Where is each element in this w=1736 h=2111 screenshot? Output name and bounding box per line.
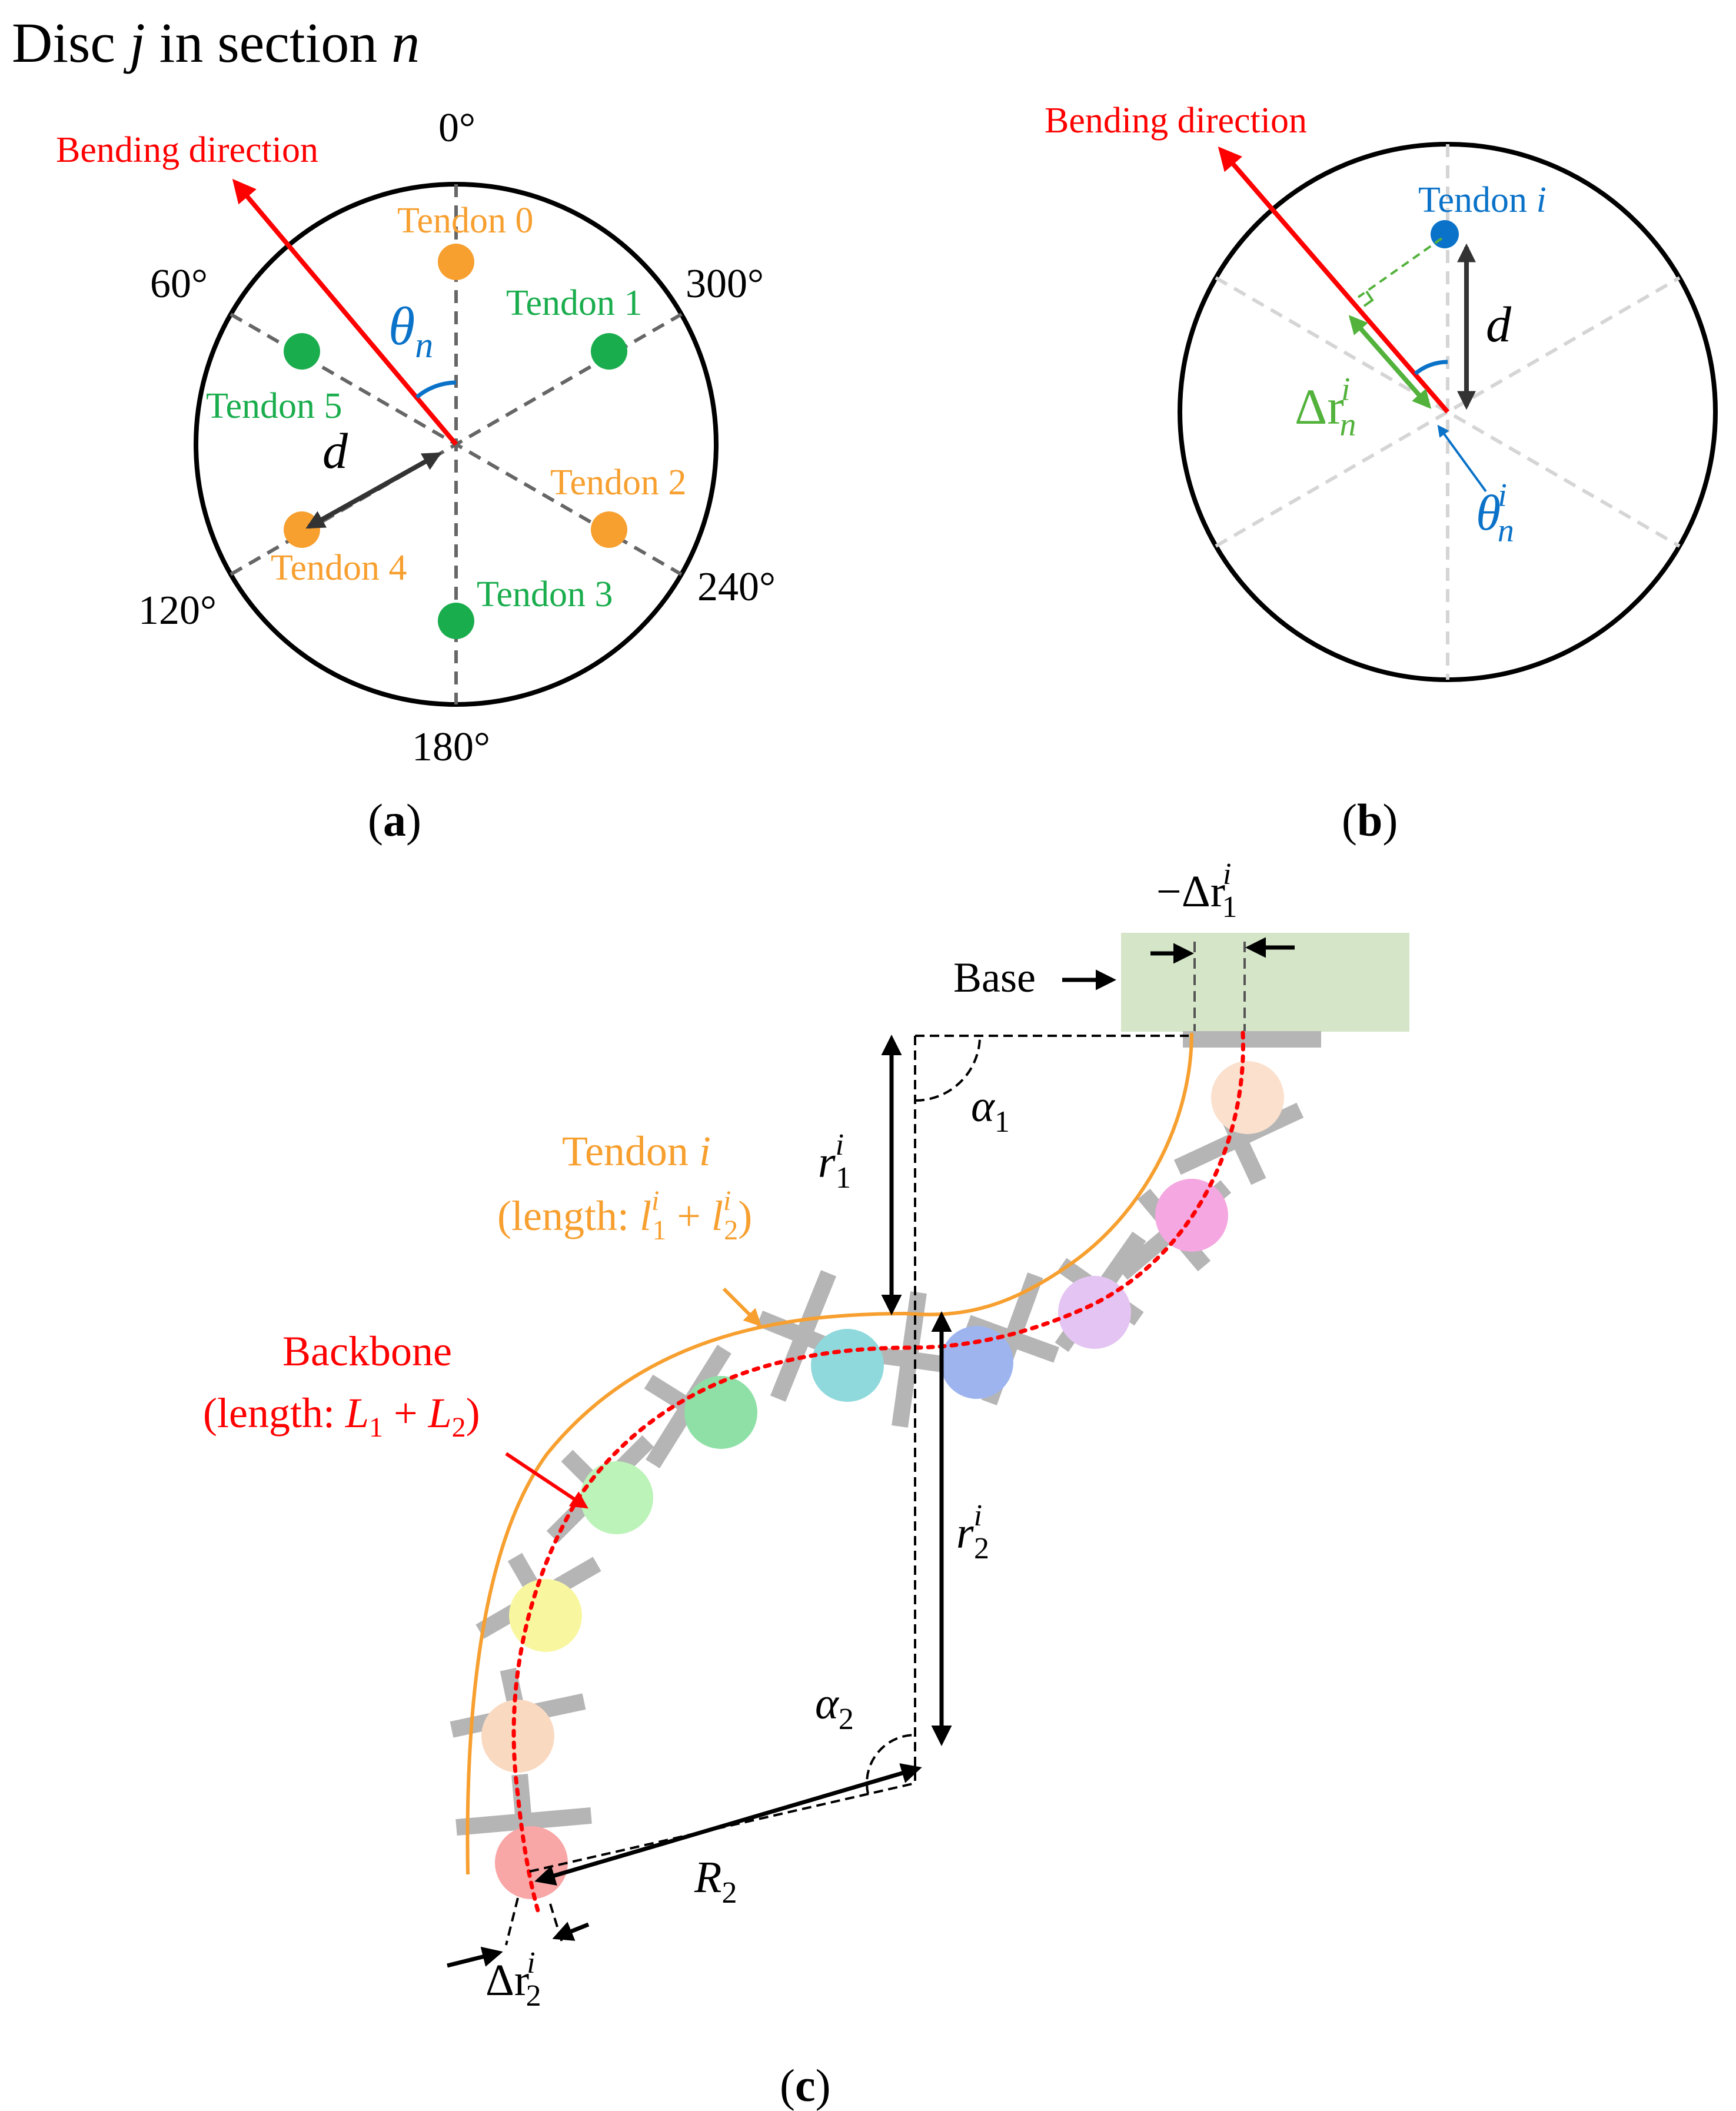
bending-direction-arrow-a: [232, 178, 458, 446]
segment-circle-8: [509, 1579, 582, 1652]
figure-title: Disc j in section n: [12, 11, 420, 74]
tendon-5-dot: [284, 333, 320, 370]
bending-direction-label-a: Bending direction: [56, 130, 318, 170]
panel-a: Bending direction 0° 60° 300° 120° 240° …: [56, 105, 776, 846]
tendon-4-dot: [284, 511, 320, 548]
alpha1-label: α1: [971, 1082, 1010, 1139]
tendon-0-label: Tendon 0: [397, 201, 534, 241]
backbone-length-label: (length: L1 + L2): [203, 1389, 480, 1443]
tendon-2-dot: [591, 511, 627, 548]
angle-120-label: 120°: [138, 588, 217, 633]
tendon-3-label: Tendon 3: [477, 574, 613, 614]
base-label: Base: [953, 954, 1036, 1001]
backbone-curve: [511, 1030, 1245, 1915]
theta-pointer: [1437, 424, 1487, 493]
segment-circle-9: [481, 1700, 554, 1773]
angle-180-label: 180°: [412, 724, 490, 770]
tendon-pointer-arrow: [722, 1287, 762, 1327]
angle-60-label: 60°: [150, 261, 208, 307]
angle-0-label: 0°: [438, 105, 475, 151]
d-label-b: d: [1486, 296, 1512, 353]
tendon-i-title: Tendon i: [562, 1128, 711, 1175]
caption-b: (b): [1342, 794, 1398, 846]
bending-direction-arrow-b: [1218, 146, 1450, 414]
caption-a: (a): [368, 794, 421, 846]
theta-n-label-a: θn: [388, 296, 433, 365]
tendon-3-dot: [438, 603, 474, 639]
projection-dashed-line: [1357, 237, 1443, 298]
radius-d-arrow-a: [305, 452, 442, 529]
R2-arrow: [534, 1763, 922, 1886]
tendon-0-dot: [438, 244, 474, 280]
segment-circle-7: [580, 1461, 653, 1534]
segment-circle-5: [811, 1329, 884, 1402]
right-angle-mark: [1363, 290, 1374, 307]
delta-r2-arrow-left: [447, 1946, 503, 1968]
bending-direction-label-b: Bending direction: [1045, 101, 1307, 141]
tendon-i-dot: [1431, 220, 1459, 248]
tendon-1-label: Tendon 1: [506, 283, 643, 323]
segment-circle-4: [940, 1326, 1013, 1399]
theta-arc-a: [415, 380, 457, 399]
tendon-2-label: Tendon 2: [550, 463, 687, 503]
tendon-1-dot: [591, 333, 627, 370]
tendon-4-label: Tendon 4: [271, 548, 407, 588]
segment-circle-1: [1211, 1061, 1284, 1134]
alpha2-label: α2: [815, 1679, 854, 1736]
backbone-title: Backbone: [282, 1328, 452, 1375]
theta-arc-b: [1414, 360, 1448, 375]
R2-label: R2: [694, 1853, 737, 1910]
angle-300-label: 300°: [686, 261, 764, 307]
backbone-pointer-arrow: [505, 1452, 588, 1509]
segment-circle-6: [684, 1376, 757, 1449]
delta-r-arrow: [1348, 315, 1432, 409]
angle-240-label: 240°: [697, 564, 776, 610]
tendon-curve: [465, 1032, 1193, 1875]
delta-r2-arrow-right: [552, 1921, 590, 1941]
d-label-a: d: [322, 423, 348, 479]
tendon-5-label: Tendon 5: [206, 386, 342, 426]
tendon-i-label: Tendon i: [1418, 180, 1547, 220]
caption-c: (c): [780, 2060, 831, 2111]
